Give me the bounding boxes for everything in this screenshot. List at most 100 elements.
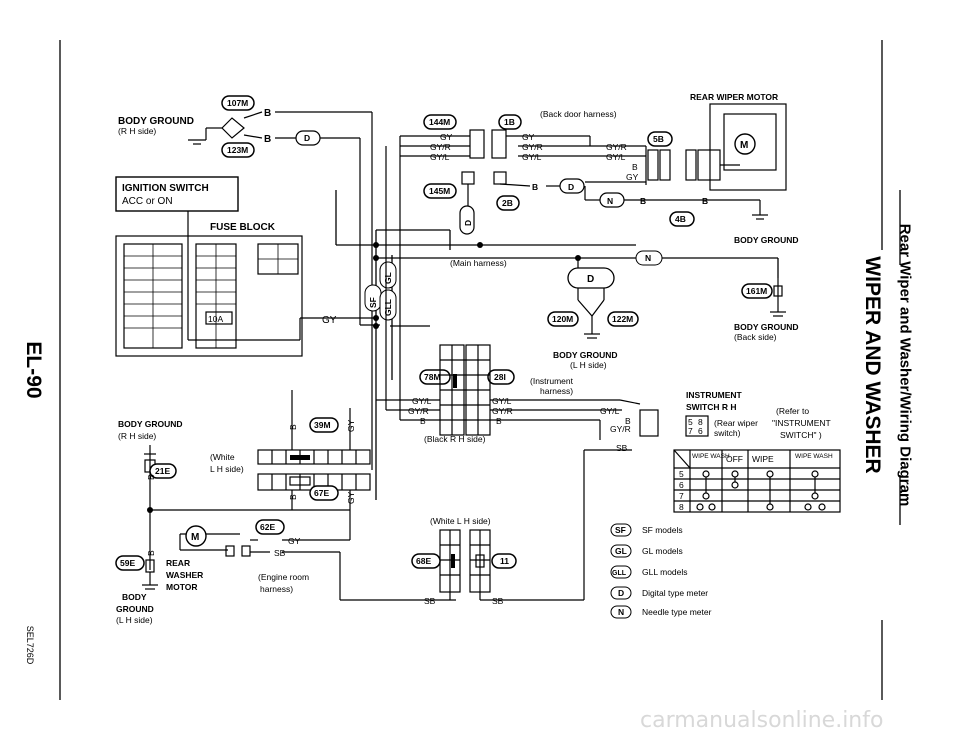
svg-text:WIPE WASH: WIPE WASH [692,453,730,460]
svg-text:(L H side): (L H side) [116,615,153,625]
svg-text:GY/L: GY/L [492,396,512,406]
svg-text:B: B [288,424,298,430]
svg-text:D: D [618,588,624,598]
svg-text:switch): switch) [714,428,741,438]
rear-wiper-motor: M [734,133,756,155]
connector-1b: 1B [498,114,522,130]
option-gll: GLL [379,289,397,321]
svg-text:39M: 39M [314,420,331,430]
svg-text:GROUND: GROUND [116,604,154,614]
svg-text:GL: GL [383,272,393,284]
rear-washer-motor-label: REAR WASHER MOTOR [166,558,203,592]
connector-107m: 107M [221,95,255,111]
option-sf: SF [364,284,382,312]
svg-text:144M: 144M [429,117,450,127]
svg-text:GY/R: GY/R [492,406,513,416]
svg-text:M: M [740,140,748,151]
svg-text:GY: GY [522,132,535,142]
engine-room-harness-label: (Engine room harness) [258,572,309,594]
svg-text:harness): harness) [260,584,293,594]
svg-text:BODY: BODY [122,592,147,602]
connector-144m: 144M [423,114,457,130]
svg-text:(R H side): (R H side) [118,126,156,136]
svg-text:BODY GROUND: BODY GROUND [118,116,194,127]
connector-67e: 67E [309,485,339,501]
fuse-block-label: FUSE BLOCK [210,222,276,233]
svg-text:B: B [288,494,298,500]
svg-text:4B: 4B [675,214,686,224]
svg-text:B: B [420,416,426,426]
svg-text:B: B [702,196,708,206]
option-gl: GL [379,261,397,289]
svg-text:59E: 59E [120,558,135,568]
connector-161m: 161M [741,283,773,299]
svg-text:(Back side): (Back side) [734,332,777,342]
svg-text:SWITCH R H: SWITCH R H [686,402,737,412]
svg-text:8: 8 [679,502,684,512]
svg-text:B: B [496,416,502,426]
svg-text:SB: SB [492,596,504,606]
svg-text:7: 7 [679,491,684,501]
svg-text:67E: 67E [314,488,329,498]
svg-text:68E: 68E [416,556,431,566]
svg-text:28I: 28I [494,372,506,382]
svg-text:GY: GY [626,172,639,182]
option-d-box: D [567,267,615,289]
body-ground-lh-lower: BODY GROUND (L H side) [116,592,154,625]
svg-text:SB: SB [424,596,436,606]
svg-text:GY: GY [346,491,356,504]
svg-text:SF models: SF models [642,525,683,535]
instrument-harness-label: (Instrument [530,376,574,386]
svg-text:BODY GROUND: BODY GROUND [118,419,183,429]
connector-5b: 5B [647,131,673,147]
svg-text:GY/L: GY/L [412,396,432,406]
svg-text:GY: GY [346,419,356,432]
svg-text:5: 5 [679,469,684,479]
svg-text:GY/L: GY/L [430,152,450,162]
svg-text:GY/L: GY/L [600,406,620,416]
svg-text:SWITCH" ): SWITCH" ) [780,430,822,440]
connector-28i: 28I [487,369,515,385]
svg-text:B: B [146,550,156,556]
connector-11: 11 [491,553,517,569]
svg-text:GL: GL [615,546,627,556]
legend-item-d: D Digital type meter [610,586,708,600]
wire-b-label: B [264,108,271,119]
body-ground-lh: BODY GROUND [553,350,618,360]
rear-wiper-motor-label: REAR WIPER MOTOR [690,92,778,102]
svg-text:GY/L: GY/L [522,152,542,162]
svg-text:Digital type meter: Digital type meter [642,588,708,598]
wire-gy-label: GY [322,315,337,326]
svg-text:GY: GY [288,536,301,546]
svg-text:N: N [645,253,651,263]
svg-text:GY: GY [440,132,453,142]
svg-text:MOTOR: MOTOR [166,582,197,592]
svg-text:M: M [191,532,199,543]
svg-text:2B: 2B [502,198,513,208]
connector-145m: 145M [423,183,457,199]
body-ground-back-door: BODY GROUND [734,235,799,245]
connector-122m: 122M [607,311,639,327]
ignition-switch: IGNITION SWITCH ACC or ON [115,176,239,212]
svg-text:N: N [618,607,624,617]
svg-text:WIPE: WIPE [752,454,774,464]
svg-text:GY/L: GY/L [606,152,626,162]
fuse-10a-label: 10A [208,314,223,324]
svg-text:78M: 78M [424,372,441,382]
svg-text:1B: 1B [504,117,515,127]
svg-text:8: 8 [698,417,703,427]
white-lh-side-label: (White L H side) [430,516,491,526]
svg-text:B: B [146,474,156,480]
svg-text:N: N [607,196,613,206]
svg-text:WASHER: WASHER [166,570,203,580]
svg-text:D: D [463,220,473,226]
connector-62e: 62E [255,519,285,535]
mark-d: D [304,133,310,143]
svg-text:GY/R: GY/R [610,424,631,434]
svg-text:WIPE WASH: WIPE WASH [795,453,833,460]
svg-text:6: 6 [679,480,684,490]
svg-text:IGNITION SWITCH: IGNITION SWITCH [122,183,209,194]
svg-text:SF: SF [368,297,378,308]
